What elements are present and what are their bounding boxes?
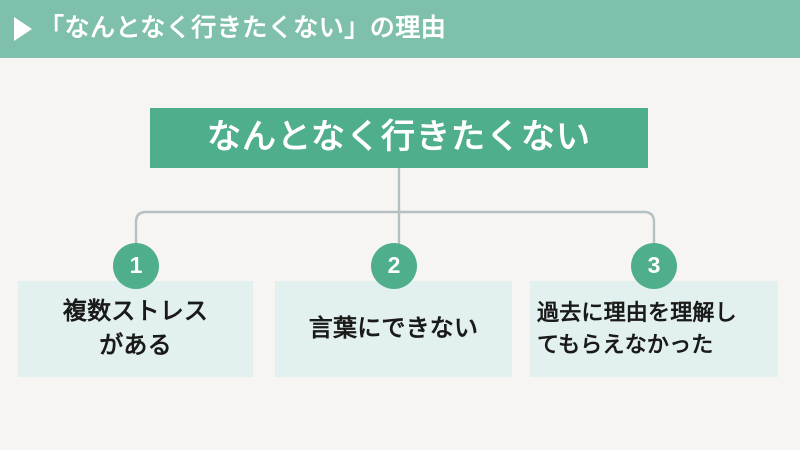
branch-number-badge-3: 3 xyxy=(631,243,677,289)
branch-number-badge-1-label: 1 xyxy=(129,251,143,278)
root-node-label: なんとなく行きたくない xyxy=(207,117,591,156)
branch-node-3: 過去に理由を理解してもらえなかった xyxy=(530,281,778,377)
branch-node-1: 複数ストレスがある xyxy=(18,281,253,377)
branch-node-2-label: 言葉にできない xyxy=(308,314,479,342)
connector-branch-3 xyxy=(399,210,656,246)
root-node: なんとなく行きたくない xyxy=(150,108,648,168)
connector-branch-1 xyxy=(134,210,399,246)
branch-node-3-label: 過去に理由を理解してもらえなかった xyxy=(537,300,737,357)
branch-number-badge-3-label: 3 xyxy=(647,251,661,278)
branch-node-1-label: 複数ストレスがある xyxy=(62,297,209,359)
header-band: 「なんとなく行きたくない」の理由 xyxy=(0,0,800,58)
branch-number-badge-1: 1 xyxy=(113,243,159,289)
header-title: 「なんとなく行きたくない」の理由 xyxy=(39,13,447,42)
branch-node-2: 言葉にできない xyxy=(275,281,512,377)
play-triangle-icon xyxy=(14,17,32,41)
branch-number-badge-2: 2 xyxy=(371,243,417,289)
branch-number-badge-2-label: 2 xyxy=(387,251,401,278)
